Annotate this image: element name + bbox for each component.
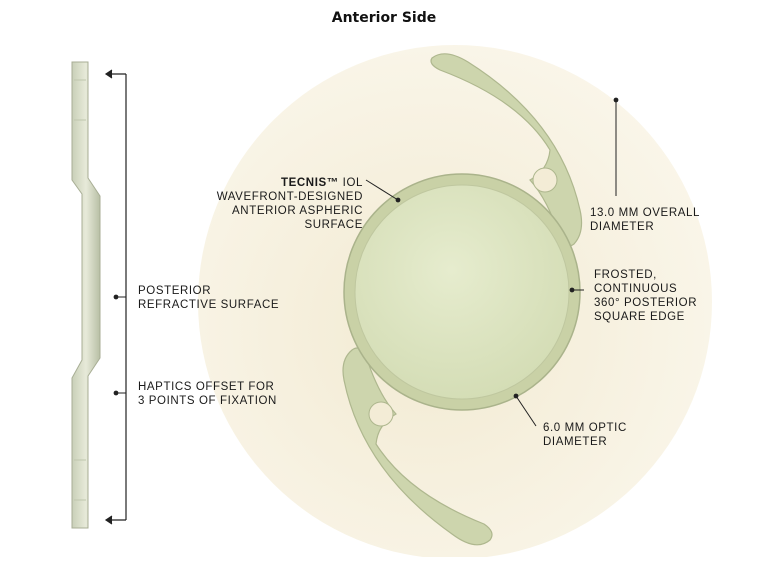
tecnis-line-3: ANTERIOR ASPHERIC [232, 205, 363, 217]
optic-line-1: 6.0 mm OPTIC [543, 422, 627, 434]
frosted-line-3: 360° POSTERIOR [594, 297, 698, 309]
overall-line-2: DIAMETER [590, 221, 655, 233]
tecnis-brand: TECNIS™ [280, 177, 339, 189]
tecnis-iol: IOL [338, 177, 363, 189]
optic [354, 184, 570, 400]
haptics-line-1: HAPTICS OFFSET FOR [138, 381, 275, 393]
overall-line-1: 13.0 mm OVERALL [590, 207, 700, 219]
frosted-line-4: SQUARE EDGE [594, 311, 685, 323]
leader-dots [113, 97, 619, 399]
posterior-line-2: REFRACTIVE SURFACE [138, 299, 280, 311]
posterior-surface-label: POSTERIOR REFRACTIVE SURFACE [138, 284, 279, 312]
tecnis-line-2: WAVEFRONT-DESIGNED [216, 191, 363, 203]
tecnis-line-4: SURFACE [304, 219, 363, 231]
haptics-line-2: 3 POINTS OF FIXATION [138, 395, 277, 407]
posterior-line-1: POSTERIOR [138, 285, 212, 297]
optic-line-2: DIAMETER [543, 436, 608, 448]
overall-diameter-label: 13.0 mm OVERALL DIAMETER [590, 206, 700, 234]
tecnis-surface-label: TECNIS™ IOL WAVEFRONT-DESIGNED ANTERIOR … [217, 176, 363, 232]
frosted-line-2: CONTINUOUS [594, 283, 678, 295]
optic-diameter-label: 6.0 mm OPTIC DIAMETER [543, 421, 627, 449]
lower-haptic-notch [368, 401, 394, 427]
upper-haptic-notch [532, 167, 558, 193]
frosted-edge-label: FROSTED, CONTINUOUS 360° POSTERIOR SQUAR… [594, 268, 697, 324]
frosted-line-1: FROSTED, [594, 269, 657, 281]
haptics-offset-label: HAPTICS OFFSET FOR 3 POINTS OF FIXATION [138, 380, 277, 408]
lens-side-profile [71, 61, 101, 529]
diagram-title: Anterior Side [331, 10, 437, 26]
